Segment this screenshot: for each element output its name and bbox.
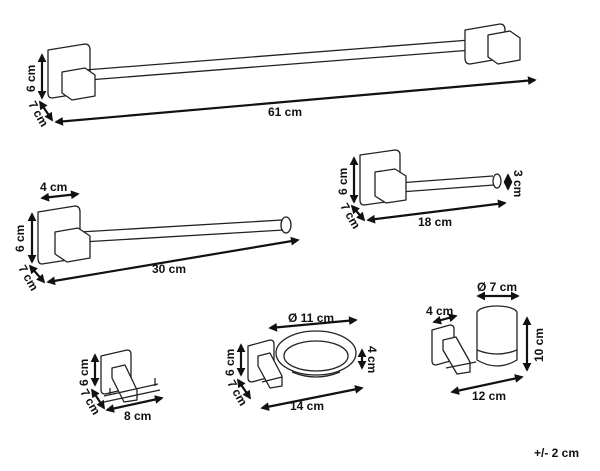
- towel-bar-small-depth-label: 7 cm: [15, 263, 41, 294]
- towel-bar-small-length-label: 30 cm: [152, 262, 186, 276]
- tumbler-holder-length-label: 12 cm: [472, 389, 506, 403]
- soap-dish-length-label: 14 cm: [290, 399, 324, 413]
- tumbler-holder-height-label: 10 cm: [532, 328, 546, 362]
- hook-length-label: 8 cm: [124, 409, 151, 423]
- towel-bar-large-depth-label: 7 cm: [25, 99, 51, 130]
- paper-holder-depth-label: 7 cm: [337, 201, 363, 232]
- soap-dish-depth-label: 7 cm: [224, 378, 250, 409]
- towel-bar-small-height-label: 6 cm: [13, 225, 27, 252]
- tumbler-holder-width-label: 4 cm: [426, 304, 453, 318]
- towel-bar-large-height-label: 6 cm: [24, 65, 38, 92]
- hook: 6 cm 7 cm 8 cm: [77, 349, 164, 423]
- paper-holder-diameter-label: 3 cm: [511, 170, 525, 197]
- hook-depth-label: 7 cm: [77, 387, 103, 418]
- tolerance-note: +/- 2 cm: [534, 446, 579, 460]
- towel-bar-small-width-label: 4 cm: [40, 180, 67, 194]
- towel-bar-large-length-label: 61 cm: [268, 105, 302, 119]
- tumbler-holder: Ø 7 cm 4 cm 10 cm 12 cm: [426, 280, 546, 403]
- paper-holder: 6 cm 7 cm 18 cm 3 cm: [336, 149, 525, 232]
- soap-dish-diameter-label: Ø 11 cm: [288, 311, 334, 325]
- soap-dish-dish-height-label: 4 cm: [365, 346, 379, 373]
- paper-holder-height-label: 6 cm: [336, 168, 350, 195]
- soap-dish: Ø 11 cm 6 cm 7 cm 14 cm 4 cm: [223, 311, 379, 413]
- soap-dish-height-label: 6 cm: [223, 349, 237, 376]
- tumbler-holder-diameter-label: Ø 7 cm: [477, 280, 517, 294]
- towel-bar-large: 6 cm 7 cm 61 cm: [24, 23, 537, 130]
- hook-height-label: 6 cm: [77, 359, 91, 386]
- paper-holder-length-label: 18 cm: [418, 215, 452, 229]
- towel-bar-small: 4 cm 6 cm 7 cm 30 cm: [13, 180, 300, 294]
